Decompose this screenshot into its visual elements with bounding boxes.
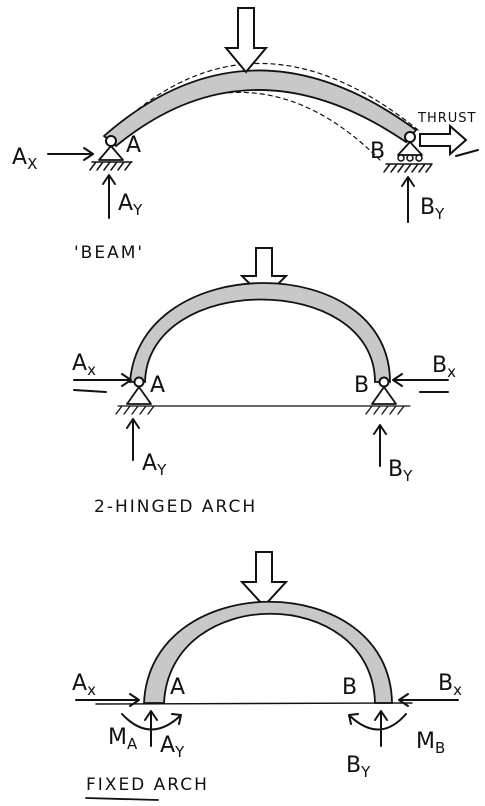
beam-diagram: THRUST A B AX AY BY 'BEAM'	[12, 7, 479, 263]
two-hinged-ay-arrow	[126, 418, 140, 461]
two-hinged-support-a	[126, 386, 152, 405]
two-hinged-by-arrow	[373, 424, 387, 467]
beam-support-a	[98, 145, 124, 161]
fixed-ax-label: Ax	[72, 671, 96, 699]
beam-by-arrow	[401, 176, 415, 223]
fixed-moment-a-arrow	[121, 713, 182, 731]
beam-ay-arrow	[102, 174, 116, 219]
fixed-arch-diagram: A B Ax Bx AY BY MA MB FIXED ARCH	[72, 551, 462, 801]
two-hinged-label-b: B	[354, 373, 369, 398]
two-hinged-label-a: A	[150, 373, 165, 398]
beam-hinge-a	[105, 135, 117, 147]
beam-label-a: A	[126, 133, 141, 158]
fixed-load-arrow	[239, 551, 289, 608]
beam-thrust-label: THRUST	[417, 111, 476, 126]
beam-ay-label: AY	[118, 191, 143, 219]
two-hinged-caption: 2-HINGED ARCH	[94, 497, 257, 517]
two-hinged-hinge-b	[378, 376, 390, 388]
beam-roller-3	[415, 154, 423, 162]
beam-hinge-b	[404, 131, 416, 143]
two-hinged-ax-arrow	[73, 373, 132, 393]
fixed-ax-arrow	[75, 693, 140, 707]
two-hinged-bx-label: Bx	[432, 353, 456, 381]
fixed-caption-underline	[85, 797, 159, 801]
beam-thrust-tick	[455, 149, 479, 157]
two-hinged-hatch-a	[115, 405, 155, 415]
two-hinged-by-label: BY	[388, 457, 413, 485]
beam-ground-a	[89, 161, 133, 171]
fixed-bx-arrow	[398, 693, 459, 707]
fixed-bx-label: Bx	[438, 671, 462, 699]
beam-roller-1	[397, 154, 405, 162]
two-hinged-arch-diagram: A B Ax Bx AY BY 2-HINGED ARCH	[72, 247, 456, 517]
beam-support-b	[397, 141, 423, 156]
beam-arch-member	[102, 69, 418, 148]
two-hinged-bx-arrow	[392, 373, 449, 393]
two-hinged-ay-label: AY	[142, 451, 167, 479]
beam-caption: 'BEAM'	[74, 243, 144, 263]
two-hinged-hatch-b	[365, 405, 405, 415]
fixed-ay-label: AY	[160, 733, 185, 761]
beam-by-label: BY	[420, 195, 445, 223]
beam-roller-2	[406, 154, 414, 162]
beam-ground-b	[383, 163, 433, 173]
two-hinged-ax-label: Ax	[72, 351, 96, 379]
beam-label-b: B	[370, 139, 385, 164]
beam-dashed-outer	[107, 62, 419, 137]
fixed-moment-b-label: MB	[416, 729, 445, 757]
fixed-caption: FIXED ARCH	[86, 775, 209, 795]
beam-thrust-arrow	[419, 123, 468, 157]
beam-ax-label: AX	[12, 145, 37, 173]
fixed-label-a: A	[170, 675, 185, 700]
beam-ax-arrow	[47, 147, 94, 161]
fixed-by-label: BY	[346, 753, 371, 781]
fixed-moment-b-arrow	[348, 713, 407, 731]
two-hinged-hinge-a	[133, 376, 145, 388]
two-hinged-arch-member	[129, 282, 391, 383]
fixed-ground	[95, 702, 413, 705]
beam-load-arrow	[223, 7, 269, 74]
fixed-label-b: B	[342, 675, 357, 700]
fixed-moment-a-label: MA	[108, 725, 138, 753]
two-hinged-support-b	[371, 386, 397, 405]
